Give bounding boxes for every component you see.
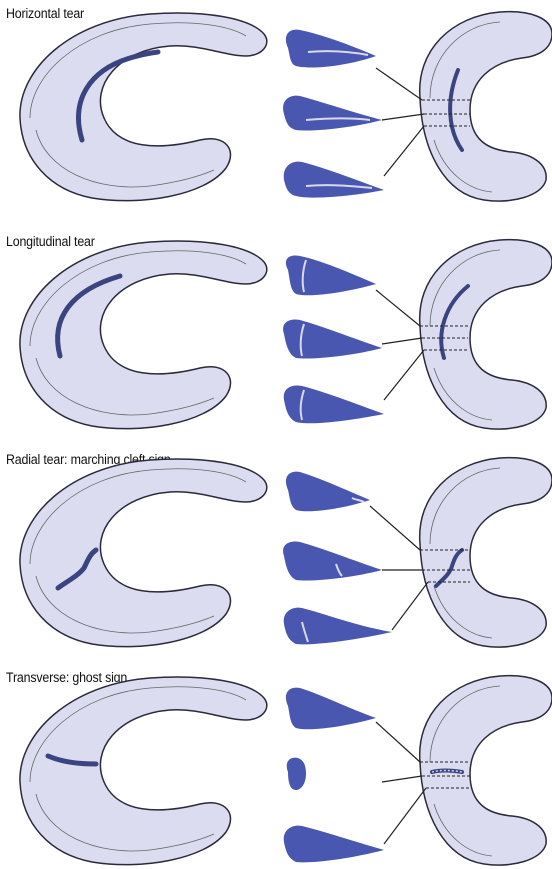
cross-sections bbox=[283, 472, 392, 645]
meniscus-top-view bbox=[20, 677, 267, 865]
cross-sections bbox=[283, 256, 384, 424]
longitudinal-tear-diagram bbox=[0, 228, 552, 433]
panel-transverse-tear: Transverse: ghost sign bbox=[0, 664, 552, 869]
panel-horizontal-tear: Horizontal tear bbox=[0, 0, 552, 210]
meniscus-top-view bbox=[20, 13, 267, 201]
transverse-tear-diagram bbox=[0, 664, 552, 869]
horizontal-tear-diagram bbox=[0, 0, 552, 210]
cross-sections bbox=[284, 688, 384, 863]
meniscus-top-view bbox=[20, 459, 267, 647]
radial-tear-diagram bbox=[0, 446, 552, 651]
cross-sections bbox=[283, 30, 384, 198]
panel-radial-tear: Radial tear: marching cleft sign bbox=[0, 446, 552, 651]
panel-longitudinal-tear: Longitudinal tear bbox=[0, 228, 552, 433]
meniscus-sagittal-view bbox=[420, 458, 552, 647]
meniscus-sagittal-view bbox=[420, 12, 552, 201]
